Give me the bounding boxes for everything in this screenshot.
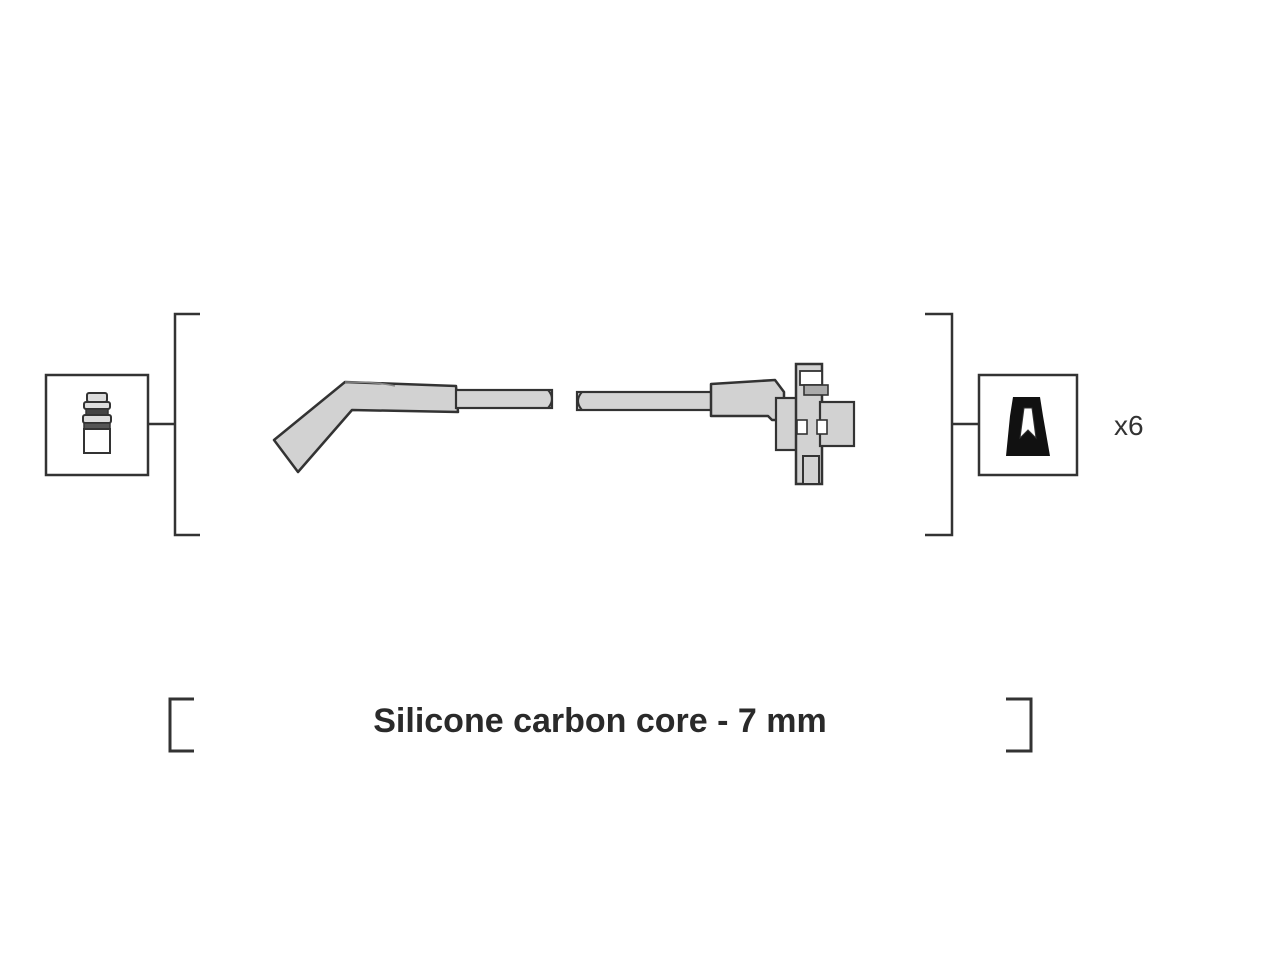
- left-terminal-box: [44, 373, 150, 477]
- quantity-label: x6: [1114, 410, 1144, 441]
- right-terminal-box: [977, 373, 1079, 477]
- spark-plug-terminal-icon: [82, 392, 112, 454]
- spec-label: Silicone carbon core - 7 mm: [373, 702, 827, 740]
- right-group-bracket: [925, 312, 954, 537]
- spec-right-bracket: [1006, 697, 1033, 753]
- coil-boot: [575, 362, 856, 486]
- coil-connector-icon: [1006, 397, 1050, 456]
- left-group-bracket: [173, 312, 200, 537]
- plug-boot: [272, 380, 554, 474]
- spec-left-bracket: [168, 697, 194, 753]
